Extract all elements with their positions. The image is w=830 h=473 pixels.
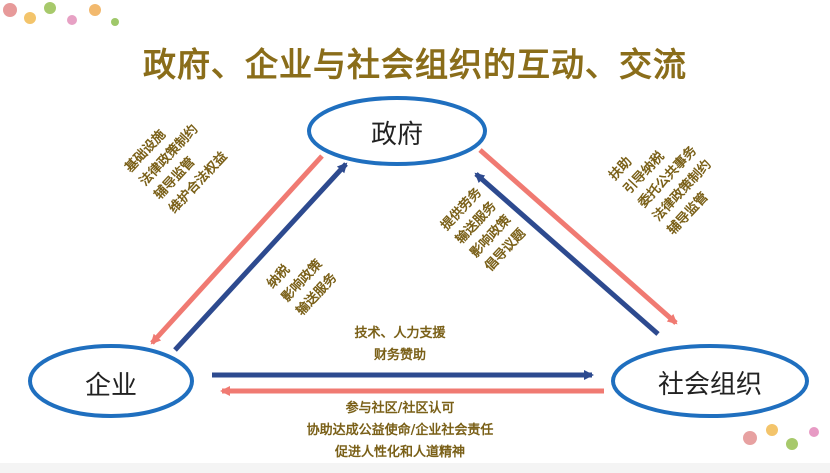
node-enterprise-ellipse [28, 344, 194, 418]
label-line: 协助达成公益使命/企业社会责任 [306, 423, 494, 438]
arrow-gov-to-enterprise [150, 154, 324, 345]
arrow-gov-to-social [478, 148, 678, 325]
flower-4 [67, 15, 77, 25]
arrow-social-to-gov [474, 172, 660, 336]
node-social-org-label: 社会组织 [657, 370, 762, 400]
decorative-flowers-top-left [3, 2, 119, 26]
flower-1 [3, 3, 17, 17]
flower-9 [786, 438, 798, 450]
node-social-org-ellipse [611, 344, 809, 418]
flower-3 [44, 2, 56, 14]
label-social-to-enterprise: 参与社区/社区认可 协助达成公益使命/企业社会责任 促进人性化和人道精神 [245, 398, 555, 464]
node-enterprise-label: 企业 [84, 371, 137, 401]
flower-7 [743, 431, 757, 445]
label-line: 参与社区/社区认可 [345, 401, 455, 416]
page-title: 政府、企业与社会组织的互动、交流 [143, 45, 687, 84]
decorative-flowers-bottom-right [743, 424, 819, 450]
node-government-ellipse [307, 96, 487, 166]
flower-8 [766, 424, 778, 436]
bottom-bar [0, 463, 830, 473]
flower-2 [24, 12, 36, 24]
flower-5 [89, 4, 101, 16]
flower-10 [809, 427, 819, 437]
arrow-enterprise-to-gov [173, 162, 348, 352]
label-line: 促进人性化和人道精神 [334, 445, 465, 460]
node-government-label: 政府 [370, 120, 423, 150]
label-line: 财务赞助 [373, 348, 426, 363]
label-enterprise-to-social: 技术、人力支援 财务赞助 [290, 323, 510, 367]
label-line: 技术、人力支援 [354, 326, 446, 341]
flower-6 [111, 18, 119, 26]
